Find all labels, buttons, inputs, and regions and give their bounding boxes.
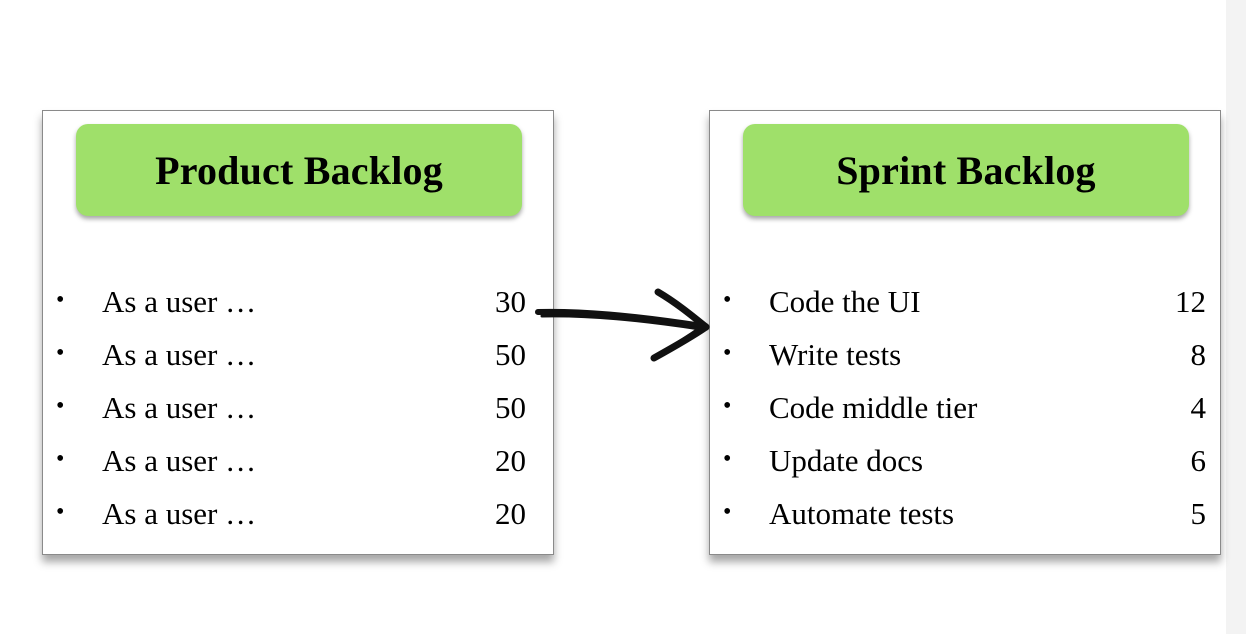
item-points: 4 (1190, 390, 1207, 425)
item-label: Write tests (769, 337, 902, 372)
item-label: Code middle tier (769, 390, 978, 425)
bullet-icon: • (723, 446, 732, 472)
item-points: 8 (1190, 337, 1207, 372)
list-item: • Update docs 6 (710, 438, 1222, 491)
bullet-icon: • (56, 499, 65, 525)
list-item: • Write tests 8 (710, 332, 1222, 385)
arrow-head-lower (650, 323, 710, 362)
item-points: 20 (495, 496, 526, 531)
arrow-head-upper (654, 288, 710, 331)
list-item: • Code the UI 12 (710, 279, 1222, 332)
bullet-icon: • (723, 287, 732, 313)
item-label: As a user … (102, 284, 257, 319)
item-label: Update docs (769, 443, 924, 478)
list-item: • As a user … 50 (43, 385, 555, 438)
list-item: • Automate tests 5 (710, 491, 1222, 544)
bullet-icon: • (723, 393, 732, 419)
bullet-icon: • (723, 340, 732, 366)
product-backlog-header: Product Backlog (76, 124, 522, 216)
item-label: As a user … (102, 443, 257, 478)
item-label: Automate tests (769, 496, 955, 531)
sprint-backlog-title: Sprint Backlog (836, 147, 1096, 193)
bullet-icon: • (56, 287, 65, 313)
list-item: • Code middle tier 4 (710, 385, 1222, 438)
item-points: 6 (1190, 443, 1207, 478)
item-points: 50 (495, 390, 526, 425)
product-backlog-card: Product Backlog • As a user … 30 • As a … (42, 110, 554, 555)
list-item: • As a user … 20 (43, 491, 555, 544)
arrow-shaft (535, 308, 705, 329)
item-points: 5 (1190, 496, 1207, 531)
page-edge-strip (1226, 0, 1246, 634)
sprint-backlog-list: • Code the UI 12 • Write tests 8 • Code … (710, 279, 1222, 544)
item-points: 20 (495, 443, 526, 478)
list-item: • As a user … 50 (43, 332, 555, 385)
item-label: Code the UI (769, 284, 921, 319)
arrow-strokes (535, 288, 710, 362)
bullet-icon: • (56, 340, 65, 366)
product-backlog-title: Product Backlog (155, 147, 443, 193)
sprint-backlog-card: Sprint Backlog • Code the UI 12 • Write … (709, 110, 1221, 555)
sprint-backlog-header: Sprint Backlog (743, 124, 1189, 216)
item-label: As a user … (102, 496, 257, 531)
item-label: As a user … (102, 390, 257, 425)
bullet-icon: • (723, 499, 732, 525)
arrow-head-texture (656, 294, 704, 356)
item-points: 50 (495, 337, 526, 372)
item-points: 12 (1175, 284, 1206, 319)
item-points: 30 (495, 284, 526, 319)
hand-drawn-arrow-icon (535, 288, 710, 362)
list-item: • As a user … 20 (43, 438, 555, 491)
list-item: • As a user … 30 (43, 279, 555, 332)
bullet-icon: • (56, 393, 65, 419)
bullet-icon: • (56, 446, 65, 472)
arrow-shaft-texture (540, 314, 702, 331)
item-label: As a user … (102, 337, 257, 372)
product-backlog-list: • As a user … 30 • As a user … 50 • As a… (43, 279, 555, 544)
